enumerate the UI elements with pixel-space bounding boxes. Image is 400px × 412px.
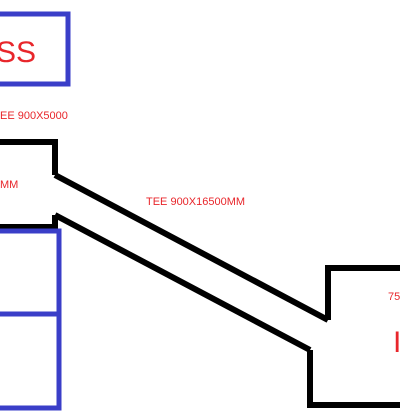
diagonal-tee-lower-edge xyxy=(53,212,312,353)
right-black-box xyxy=(307,265,400,408)
top-box-text: SS xyxy=(0,36,36,69)
left-box-text: MM xyxy=(0,179,18,191)
lower-blue-box-2 xyxy=(0,311,62,411)
lower-blue-box-1 xyxy=(0,228,62,317)
top-tee-label: EE 900X5000 xyxy=(0,110,68,122)
diagonal-tee-upper-edge xyxy=(53,172,330,323)
left-black-box xyxy=(0,139,58,230)
right-box-top-text: 75 xyxy=(388,291,400,303)
right-box-mid-text: I xyxy=(393,326,400,359)
top-blue-box xyxy=(0,11,71,87)
diagonal-tee-label: TEE 900X16500MM xyxy=(146,196,245,208)
